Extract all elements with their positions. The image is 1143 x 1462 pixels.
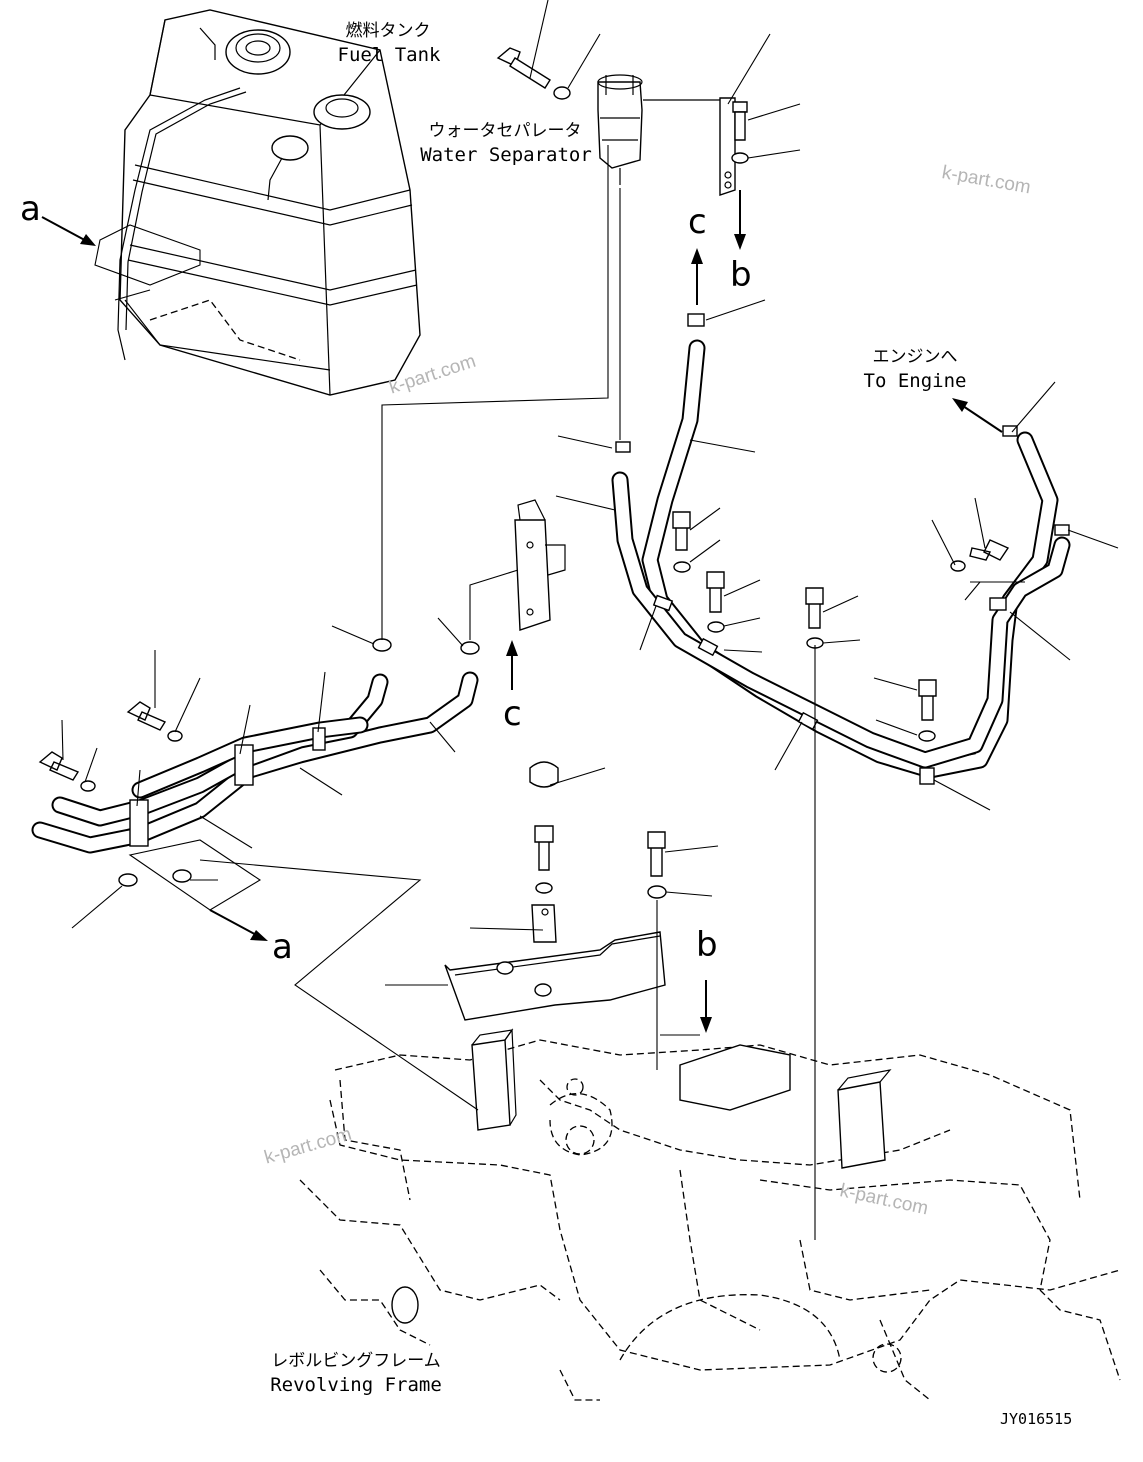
mount-bracket-c xyxy=(514,499,566,631)
left-hose-bundle xyxy=(31,638,480,887)
bolt-top-left xyxy=(496,47,551,89)
left-bolts xyxy=(38,701,183,792)
hose-clamps xyxy=(615,313,1070,785)
fuel-tank-label-jp: 燃料タンク xyxy=(345,21,431,41)
ref-letter-b-top: b xyxy=(730,255,752,295)
revolving-frame-label-en: Revolving Frame xyxy=(270,1374,442,1396)
leader-lines xyxy=(61,0,1119,1240)
to-engine-label-en: To Engine xyxy=(863,370,967,392)
frame-block-right xyxy=(679,1044,892,1169)
fuel-tank-label-en: Fuel Tank xyxy=(337,44,441,66)
ref-letter-a-top: a xyxy=(20,189,41,229)
to-engine-label-jp: エンジンへ xyxy=(872,347,958,367)
ref-letter-b-bottom: b xyxy=(696,925,718,965)
hose-bolts xyxy=(672,511,1010,742)
separator-bracket xyxy=(643,97,736,196)
water-separator-label-jp: ウォータセパレータ xyxy=(428,121,582,141)
water-separator xyxy=(597,74,643,185)
frame-post xyxy=(471,1028,517,1131)
tank-breather-hose xyxy=(117,87,309,361)
revolving-frame xyxy=(299,1039,1121,1401)
guard-plate xyxy=(444,761,667,1021)
bracket-bolt xyxy=(731,101,749,164)
ref-letter-a-bottom: a xyxy=(272,927,293,967)
flow-arrows xyxy=(41,190,1003,1033)
drawing-code: JY016515 xyxy=(1000,1410,1073,1428)
washer-top xyxy=(553,86,571,100)
fuel-tank-cap xyxy=(225,29,291,75)
fuel-hose-return xyxy=(611,471,1071,769)
ref-letter-c-top: c xyxy=(688,202,707,242)
ref-letter-c-mid: c xyxy=(503,694,522,734)
fuel-gauge xyxy=(313,94,371,130)
water-separator-label-en: Water Separator xyxy=(420,144,592,166)
revolving-frame-label-jp: レボルビングフレーム xyxy=(271,1351,441,1371)
